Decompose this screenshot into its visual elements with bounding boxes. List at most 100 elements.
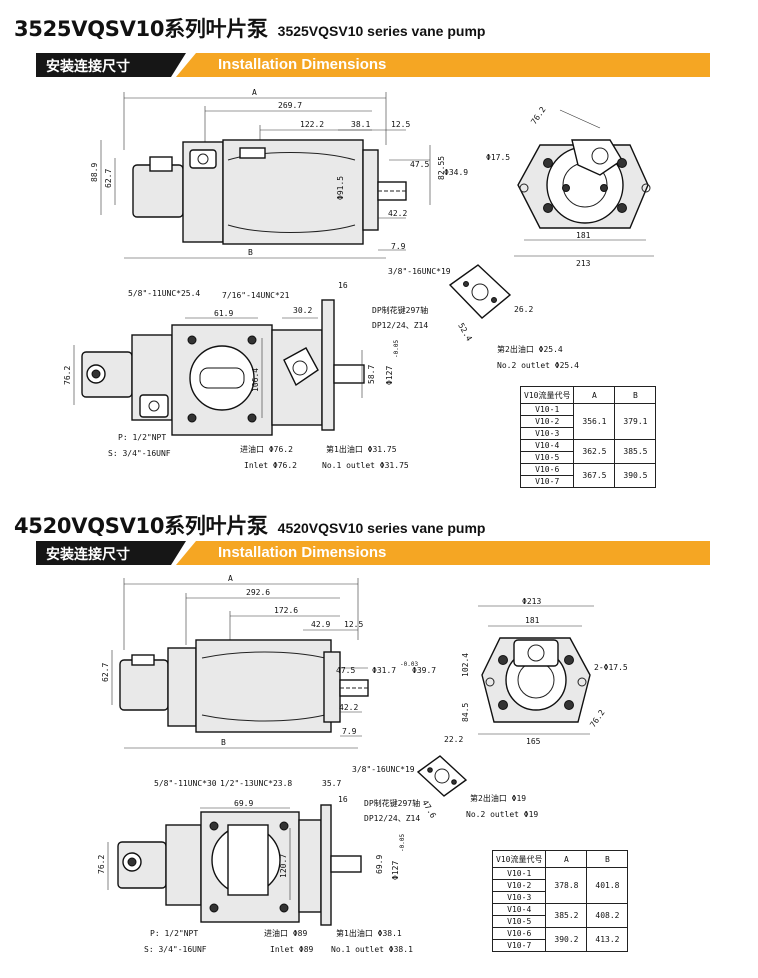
dim-phi-31-7: Φ31.7 — [372, 666, 396, 675]
drawing-4520: A 292.6 172.6 42.9 12.5 62.7 47.5 Φ31.7 … — [97, 574, 628, 954]
code: V10-4 — [491, 903, 547, 916]
code: V10-4 — [519, 439, 575, 452]
dim-181: 181 — [525, 616, 540, 625]
dim-61-9: 61.9 — [214, 309, 233, 318]
inlet-en: Inlet Φ89 — [270, 945, 314, 954]
table-header-b: B — [614, 386, 657, 404]
dim-62-7: 62.7 — [101, 663, 110, 682]
outlet1-cn: 第1出油口 Φ38.1 — [336, 928, 402, 938]
flange-outlet-cn: 第2出油口 Φ25.4 — [497, 344, 563, 354]
outlet1-en: No.1 outlet Φ38.1 — [331, 945, 413, 954]
dim-47-5: 47.5 — [336, 666, 355, 675]
section-band: 安装连接尺寸 Installation Dimensions — [36, 53, 710, 77]
dim-tol: -0.05 — [399, 834, 406, 852]
table-header-a: A — [545, 850, 588, 868]
flange-detail: 3/8"-16UNC*19 52.4 26.2 第2出油口 Φ25.4 No.2… — [388, 264, 579, 370]
plan-view: 5/8"-11UNC*25.4 7/16"-14UNC*21 16 61.9 3… — [63, 281, 428, 470]
dim-47-5: 47.5 — [410, 160, 429, 169]
dim-B: B — [221, 738, 226, 747]
dim-16: 16 — [338, 281, 348, 290]
dim-7-9: 7.9 — [342, 727, 357, 736]
inlet-cn: 进油口 Φ89 — [264, 928, 307, 938]
band-en: Installation Dimensions — [218, 56, 387, 73]
port-p: P: 1/2"NPT — [150, 929, 198, 938]
code: V10-2 — [519, 415, 575, 428]
table-row: V10-2 — [491, 879, 628, 892]
inlet-cn: 进油口 Φ76.2 — [240, 444, 293, 454]
dim-phi-127: Φ127 — [391, 861, 400, 880]
thread-12: 1/2"-13UNC*23.8 — [220, 779, 292, 788]
side-view: A 292.6 172.6 42.9 12.5 62.7 47.5 Φ31.7 … — [101, 574, 436, 749]
code: V10-7 — [519, 475, 575, 488]
dim-52-4: 52.4 — [456, 322, 474, 343]
title-cn: 3525VQSV10系列叶片泵 — [14, 17, 268, 41]
value-b: 379.1 — [614, 403, 657, 440]
plan-view: 5/8"-11UNC*30 1/2"-13UNC*23.8 35.7 16 69… — [97, 779, 420, 954]
value-b: 401.8 — [586, 867, 629, 904]
code: V10-5 — [519, 451, 575, 464]
dim-phi-127: Φ127 — [385, 366, 394, 385]
table-row: V10-7 — [491, 939, 628, 952]
title-en: 3525VQSV10 series vane pump — [277, 23, 486, 39]
dim-106-4: 106.4 — [251, 368, 260, 392]
dim-phi-34-9: Φ34.9 — [444, 168, 468, 177]
value-b: 385.5 — [614, 439, 657, 464]
code: V10-6 — [491, 927, 547, 940]
dim-phi-17-5: Φ17.5 — [486, 153, 510, 162]
dim-38-1: 38.1 — [351, 120, 370, 129]
code: V10-6 — [519, 463, 575, 476]
value-a: 378.8 — [545, 867, 588, 904]
dim-35-7: 35.7 — [322, 779, 341, 788]
dim-181: 181 — [576, 231, 591, 240]
dim-tol: -0.05 — [393, 340, 400, 358]
dim-165: 165 — [526, 737, 541, 746]
dim-26-2: 26.2 — [514, 305, 533, 314]
dim-292-6: 292.6 — [246, 588, 270, 597]
dim-22-2: 22.2 — [444, 735, 463, 744]
port-p: P: 1/2"NPT — [118, 433, 166, 442]
inlet-en: Inlet Φ76.2 — [244, 461, 297, 470]
dim-12-5: 12.5 — [391, 120, 410, 129]
dim-A: A — [252, 88, 257, 97]
dim-2-phi-17-5: 2-Φ17.5 — [594, 663, 628, 672]
dim-76-2: 76.2 — [529, 105, 548, 126]
title-en: 4520VQSV10 series vane pump — [277, 520, 486, 536]
value-a: 385.2 — [545, 903, 588, 928]
dim-B: B — [248, 248, 253, 257]
title-cn: 4520VQSV10系列叶片泵 — [14, 514, 268, 538]
table-header-a: A — [573, 386, 616, 404]
flange-unc: 3/8"-16UNC*19 — [352, 765, 415, 774]
port-s: S: 3/4"-16UNF — [144, 945, 207, 954]
value-a: 356.1 — [573, 403, 616, 440]
dim-69-9-b: 69.9 — [375, 855, 384, 874]
dim-69-9: 69.9 — [234, 799, 253, 808]
table-row: V10-7 — [519, 475, 656, 488]
dim-phi-91-5: Φ91.5 — [336, 176, 345, 200]
flange-outlet-cn: 第2出油口 Φ19 — [470, 793, 526, 803]
dim-88-9: 88.9 — [90, 163, 99, 182]
code: V10-1 — [491, 867, 547, 880]
band-en: Installation Dimensions — [218, 544, 387, 561]
dim-A: A — [228, 574, 233, 583]
spline-1: DP制花键297轴 — [372, 305, 428, 315]
table-header-code: V10流量代号 — [491, 850, 547, 868]
dim-42-9: 42.9 — [311, 620, 330, 629]
spline-1: DP制花键297轴 — [364, 798, 420, 808]
section-title: 3525VQSV10系列叶片泵 3525VQSV10 series vane p… — [14, 13, 485, 43]
spline-2: DP12/24、Z14 — [364, 814, 420, 823]
dim-120-7: 120.7 — [279, 854, 288, 878]
dim-84-5: 84.5 — [461, 703, 470, 722]
port-s: S: 3/4"-16UNF — [108, 449, 171, 458]
dim-42-2: 42.2 — [339, 703, 358, 712]
value-a: 367.5 — [573, 463, 616, 488]
thread-58: 5/8"-11UNC*25.4 — [128, 289, 200, 298]
code: V10-2 — [491, 879, 547, 892]
spline-2: DP12/24、Z14 — [372, 321, 428, 330]
